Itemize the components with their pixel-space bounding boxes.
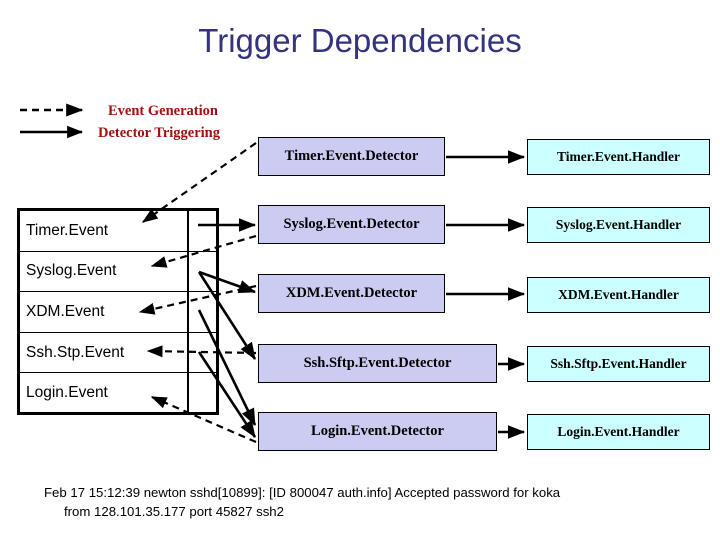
- event-list-label: Login.Event: [26, 383, 108, 401]
- event-list-table: Timer.Event Syslog.Event XDM.Event Ssh.S…: [17, 208, 219, 415]
- detector-box[interactable]: Login.Event.Detector: [258, 412, 497, 451]
- event-list-label: Syslog.Event: [26, 262, 117, 280]
- detector-box-label: XDM.Event.Detector: [285, 285, 418, 301]
- detector-box[interactable]: XDM.Event.Detector: [258, 274, 445, 313]
- log-line-2: from 128.101.35.177 port 45827 ssh2: [64, 504, 284, 519]
- detector-box[interactable]: Syslog.Event.Detector: [258, 205, 445, 244]
- detector-box-label: Timer.Event.Detector: [284, 148, 419, 164]
- event-list-label: Ssh.Stp.Event: [26, 343, 125, 361]
- detector-box-label: Login.Event.Detector: [311, 423, 444, 439]
- handler-box[interactable]: Login.Event.Handler: [527, 414, 710, 450]
- handler-box[interactable]: Syslog.Event.Handler: [527, 207, 710, 243]
- log-line-1: Feb 17 15:12:39 newton sshd[10899]: [ID …: [44, 485, 561, 500]
- handler-box-label: Timer.Event.Handler: [556, 149, 680, 164]
- event-list-column-divider: [187, 211, 189, 412]
- list-item[interactable]: Login.Event: [20, 373, 216, 414]
- handler-box[interactable]: Ssh.Sftp.Event.Handler: [527, 346, 710, 382]
- event-list-label: Timer.Event: [26, 221, 109, 239]
- page-title: Trigger Dependencies: [198, 22, 522, 59]
- list-item[interactable]: Ssh.Stp.Event: [20, 333, 216, 374]
- list-item[interactable]: Syslog.Event: [20, 252, 216, 293]
- detector-box-label: Ssh.Sftp.Event.Detector: [303, 355, 452, 371]
- log-sample-text: Feb 17 15:12:39 newton sshd[10899]: [ID …: [44, 483, 694, 521]
- detector-box[interactable]: Ssh.Sftp.Event.Detector: [258, 344, 497, 383]
- list-item[interactable]: Timer.Event: [20, 211, 216, 252]
- list-item[interactable]: XDM.Event: [20, 292, 216, 333]
- detector-box[interactable]: Timer.Event.Detector: [258, 137, 445, 176]
- legend-label-detector-triggering: Detector Triggering: [98, 125, 220, 141]
- handler-box[interactable]: Timer.Event.Handler: [527, 139, 710, 175]
- handler-box-label: XDM.Event.Handler: [558, 287, 679, 302]
- legend-label-event-generation: Event Generation: [108, 103, 218, 119]
- detector-box-label: Syslog.Event.Detector: [283, 216, 420, 232]
- handler-box-label: Ssh.Sftp.Event.Handler: [550, 356, 687, 371]
- handler-box-label: Login.Event.Handler: [557, 424, 680, 439]
- handler-box[interactable]: XDM.Event.Handler: [527, 277, 710, 313]
- event-list-label: XDM.Event: [26, 302, 105, 320]
- handler-box-label: Syslog.Event.Handler: [555, 217, 682, 232]
